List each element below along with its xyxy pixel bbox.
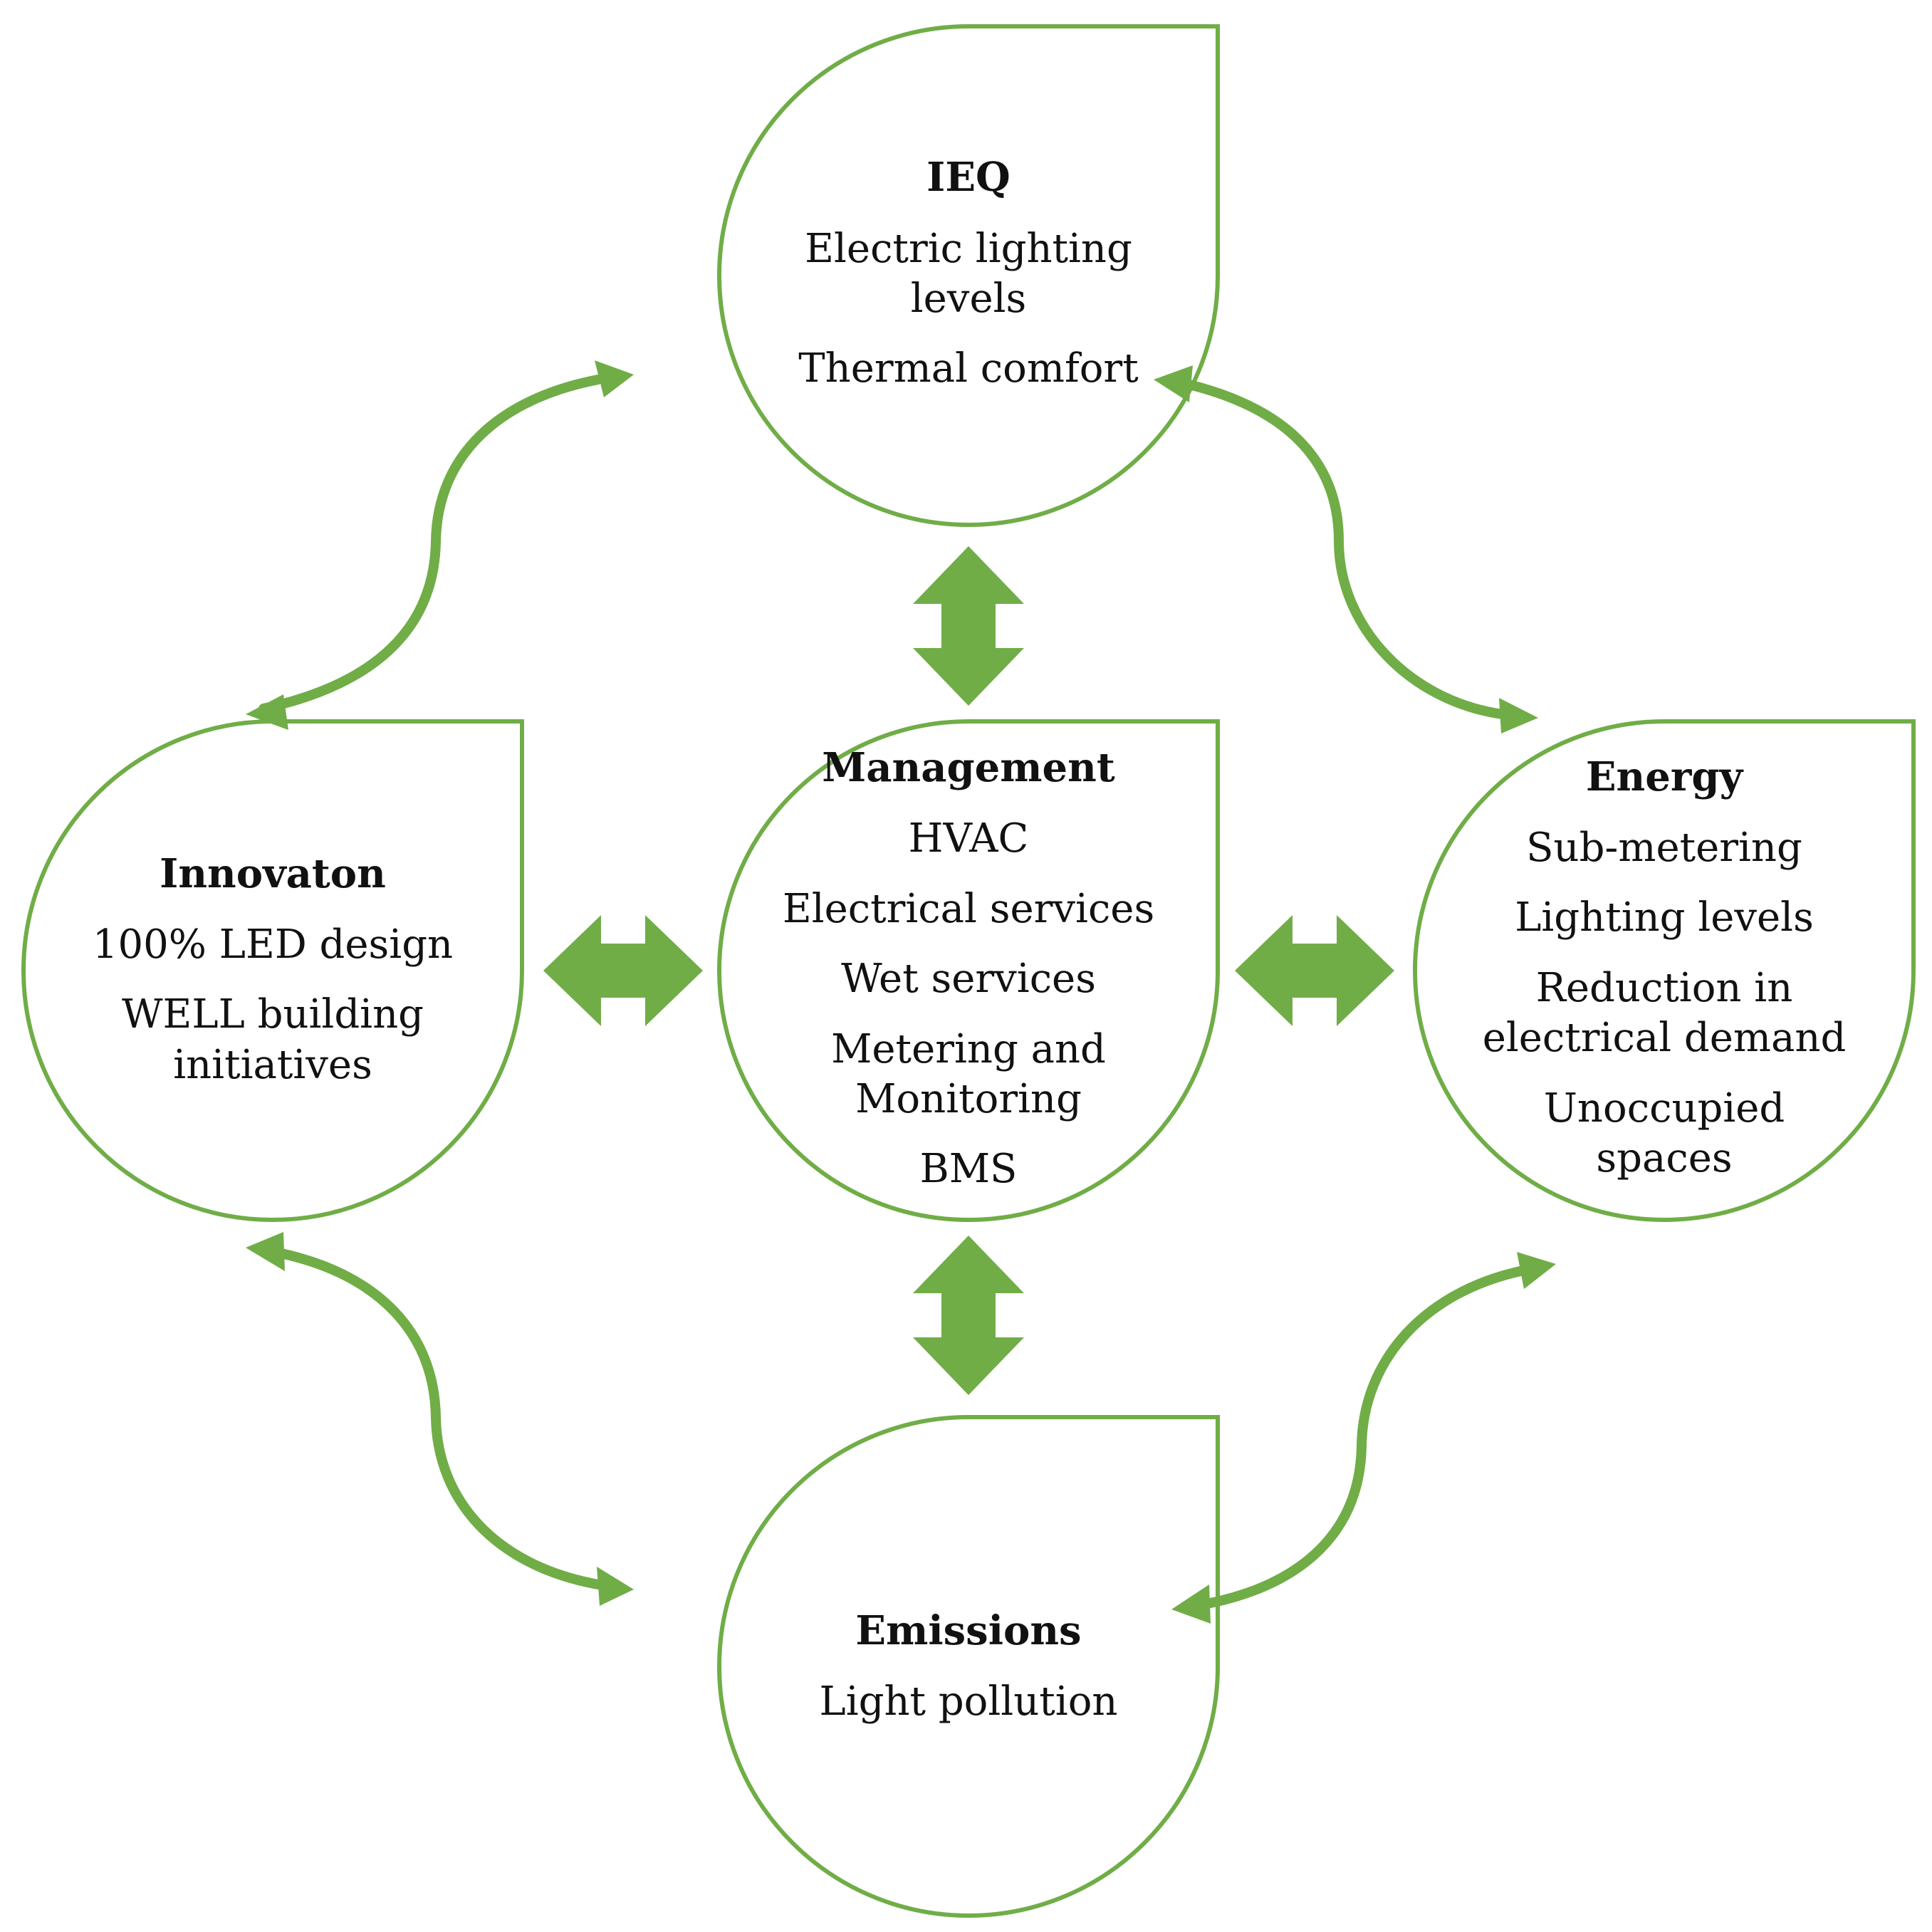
node-ieq-title: IEQ (926, 154, 1011, 201)
node-ieq-shape (717, 24, 1220, 527)
node-energy-title: Energy (1586, 753, 1744, 800)
node-ieq-line-3: Thermal comfort (798, 345, 1139, 392)
node-energy-line-2: Lighting levels (1515, 894, 1814, 941)
node-management: Management HVAC Electrical services Wet … (717, 719, 1220, 1222)
node-energy-line-6: spaces (1596, 1135, 1732, 1181)
node-energy-line-4: electrical demand (1483, 1015, 1847, 1061)
node-innovation-line-1: 100% LED design (93, 921, 453, 968)
node-ieq-line-2: levels (911, 276, 1026, 322)
node-energy-line-1: Sub-metering (1526, 825, 1802, 871)
node-management-line-3: Wet services (841, 956, 1096, 1002)
node-ieq: IEQ Electric lighting levels Thermal com… (717, 24, 1220, 527)
node-management-line-6: BMS (920, 1146, 1018, 1192)
node-management-shape (717, 719, 1220, 1222)
node-ieq-line-1: Electric lighting (805, 226, 1132, 272)
arrow-emissions-energy (1171, 1252, 1556, 1624)
node-emissions-line-1: Light pollution (820, 1678, 1118, 1725)
node-innovation-title: Innovaton (160, 850, 386, 897)
arrow-innovation-ieq (246, 360, 634, 730)
node-management-line-5: Monitoring (855, 1076, 1082, 1122)
node-management-title: Management (822, 744, 1115, 791)
arrow-innovation-emissions (246, 1232, 634, 1606)
node-innovation-shape (21, 719, 524, 1222)
node-management-line-1: HVAC (909, 815, 1029, 862)
node-innovation-line-2: WELL building (122, 991, 424, 1038)
arrow-ieq-management (913, 546, 1024, 706)
node-energy-line-3: Reduction in (1536, 965, 1793, 1011)
node-emissions-shape (717, 1415, 1220, 1918)
node-emissions: Emissions Light pollution (717, 1415, 1220, 1918)
node-innovation-line-3: initiatives (173, 1042, 372, 1088)
node-emissions-title: Emissions (855, 1607, 1081, 1654)
arrow-ieq-energy (1154, 365, 1538, 733)
node-energy-line-5: Unoccupied (1544, 1085, 1785, 1132)
node-energy: Energy Sub-metering Lighting levels Redu… (1413, 719, 1916, 1222)
arrow-management-emissions (913, 1236, 1024, 1395)
node-management-line-2: Electrical services (783, 886, 1154, 932)
node-energy-shape (1413, 719, 1916, 1222)
node-innovation: Innovaton 100% LED design WELL building … (21, 719, 524, 1222)
arrow-management-energy (1235, 915, 1394, 1026)
node-management-line-4: Metering and (831, 1026, 1106, 1072)
arrow-innovation-management (543, 915, 703, 1026)
